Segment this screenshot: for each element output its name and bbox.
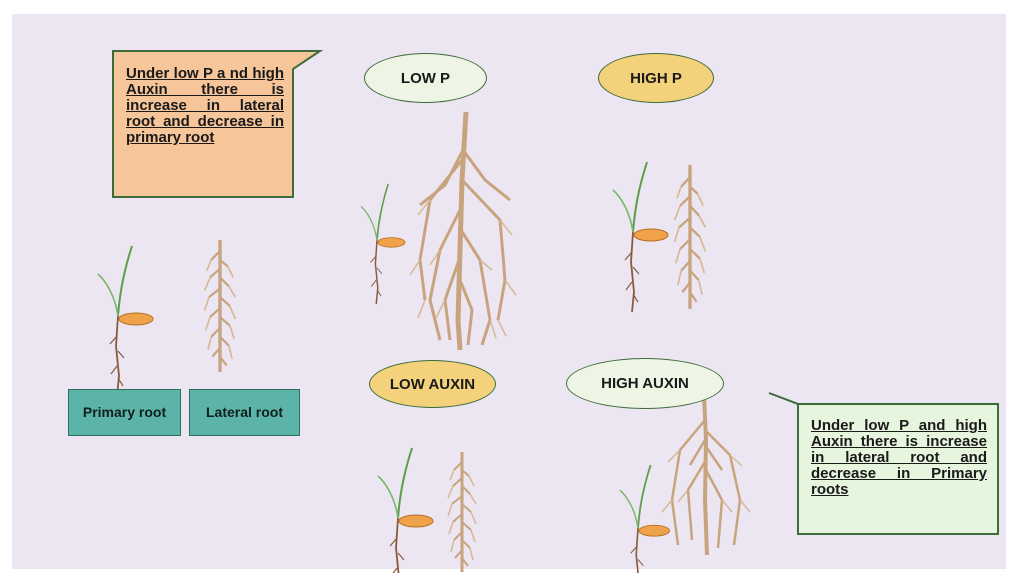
lateral-root-illustration xyxy=(205,240,236,372)
high-auxin-label: HIGH AUXIN xyxy=(566,358,724,409)
high-auxin-root-system xyxy=(662,395,750,555)
primary-root-illustration xyxy=(98,246,153,396)
low-p-root-system xyxy=(410,112,516,350)
lateral-root-label: Lateral root xyxy=(189,389,300,436)
lateral-root-label-text: Lateral root xyxy=(206,404,283,421)
low-auxin-label: LOW AUXIN xyxy=(369,360,496,408)
primary-root-label: Primary root xyxy=(68,389,181,436)
high-p-lateral-root xyxy=(675,165,706,309)
low-auxin-seedling xyxy=(378,448,433,573)
high-auxin-seedling xyxy=(620,465,670,573)
callout-top-left-text: Under low P a nd high Auxin there is inc… xyxy=(126,66,284,146)
high-p-label: HIGH P xyxy=(598,53,714,103)
callout-bottom-right-text: Under low P and high Auxin there is incr… xyxy=(811,418,987,498)
low-p-label: LOW P xyxy=(364,53,487,103)
primary-root-label-text: Primary root xyxy=(83,404,166,421)
low-auxin-lateral-root xyxy=(448,452,476,572)
high-p-seedling xyxy=(613,162,668,312)
low-p-seedling xyxy=(361,184,405,304)
